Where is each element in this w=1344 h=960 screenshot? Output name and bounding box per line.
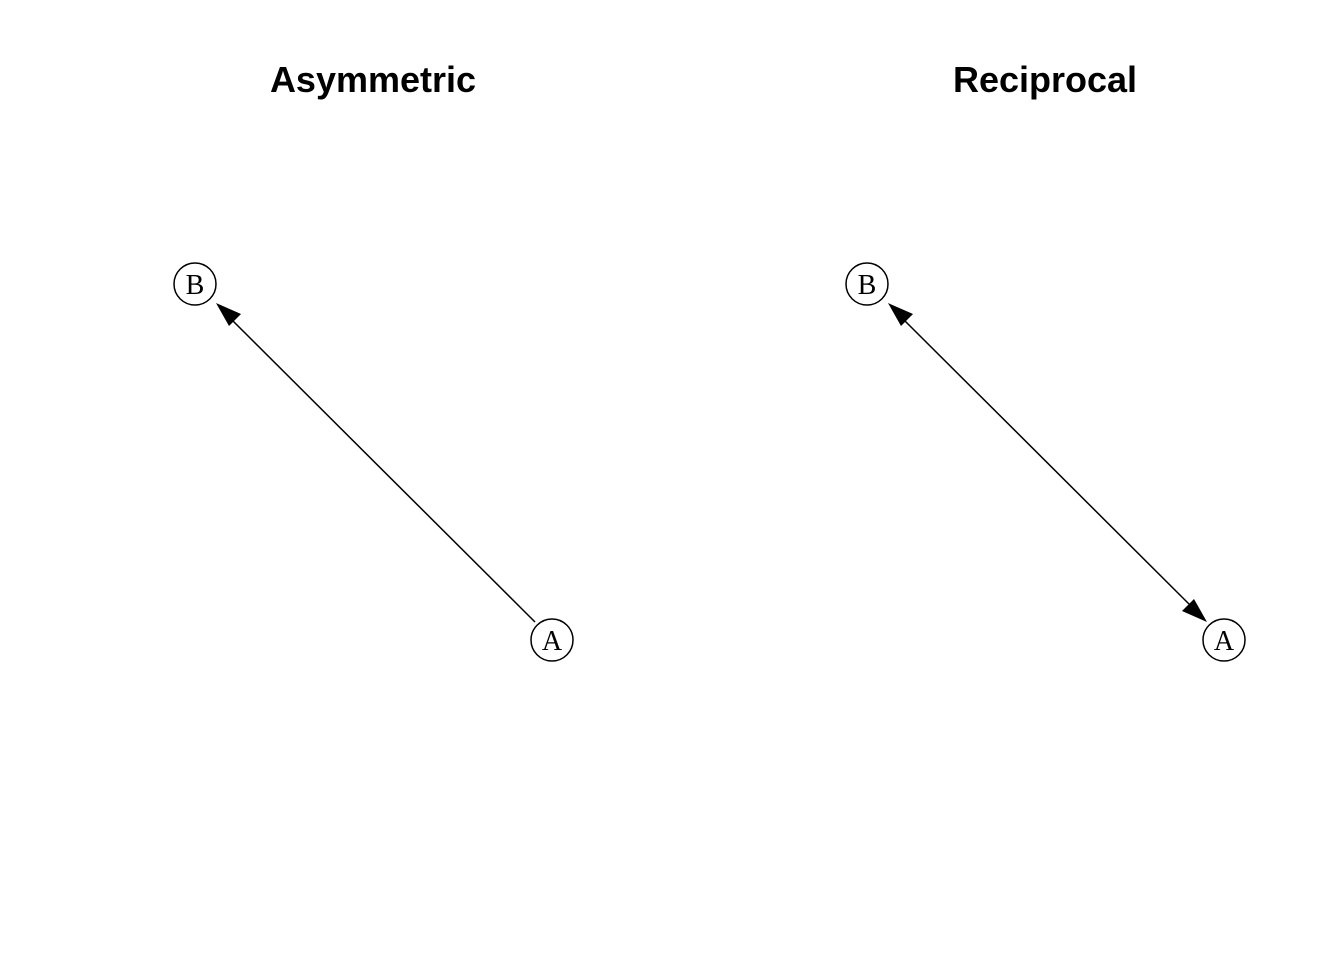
edge-line bbox=[903, 319, 1192, 607]
node-b: B bbox=[173, 262, 217, 306]
node-b-label: B bbox=[858, 270, 877, 301]
node-a: A bbox=[1202, 618, 1246, 662]
panel-reciprocal: Reciprocal B A bbox=[845, 59, 1246, 662]
panel-title-asymmetric: Asymmetric bbox=[270, 59, 476, 100]
node-a-circle bbox=[530, 618, 574, 662]
panel-title-reciprocal: Reciprocal bbox=[953, 59, 1137, 100]
edge-a-b-reciprocal bbox=[888, 303, 1207, 622]
edge-a-to-b bbox=[216, 303, 536, 623]
node-b-circle bbox=[173, 262, 217, 306]
node-a-label: A bbox=[542, 626, 563, 657]
node-b-label: B bbox=[186, 270, 205, 301]
node-b-circle bbox=[845, 262, 889, 306]
node-b: B bbox=[845, 262, 889, 306]
node-a-circle bbox=[1202, 618, 1246, 662]
edge-line bbox=[231, 319, 536, 623]
node-a: A bbox=[530, 618, 574, 662]
arrowhead-at-b bbox=[888, 303, 913, 326]
node-a-label: A bbox=[1214, 626, 1235, 657]
panel-asymmetric: Asymmetric B A bbox=[173, 59, 574, 662]
arrowhead-at-a bbox=[1182, 599, 1207, 622]
arrowhead-at-b bbox=[216, 303, 241, 326]
